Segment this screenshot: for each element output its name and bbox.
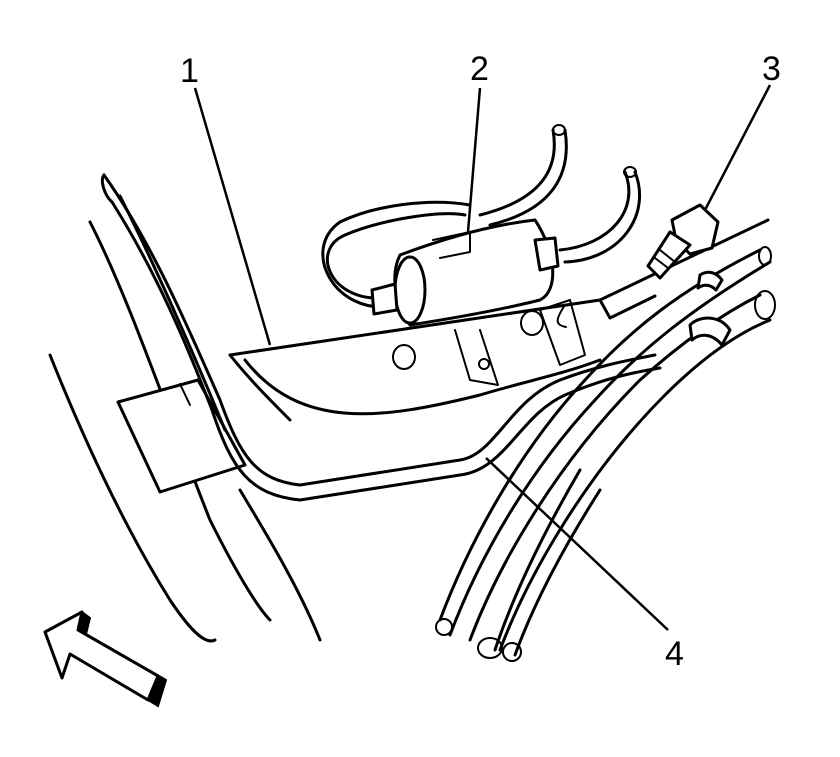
bolt	[646, 203, 720, 280]
fuel-filter	[321, 124, 641, 327]
hose-clamp	[688, 270, 732, 347]
callout-labels: 1 2 3 4	[180, 50, 781, 673]
leader-2	[466, 87, 482, 233]
leader-lines	[193, 84, 772, 631]
hoses	[435, 246, 776, 662]
leader-3	[703, 84, 772, 211]
callout-3: 3	[762, 50, 781, 88]
bracket	[116, 378, 247, 494]
callout-1: 1	[180, 52, 199, 90]
frame-rail	[228, 218, 770, 422]
callout-2: 2	[470, 50, 489, 88]
leader-1	[193, 87, 272, 346]
callout-4: 4	[665, 635, 684, 673]
leader-4	[485, 457, 669, 631]
direction-arrow-icon	[43, 610, 168, 708]
